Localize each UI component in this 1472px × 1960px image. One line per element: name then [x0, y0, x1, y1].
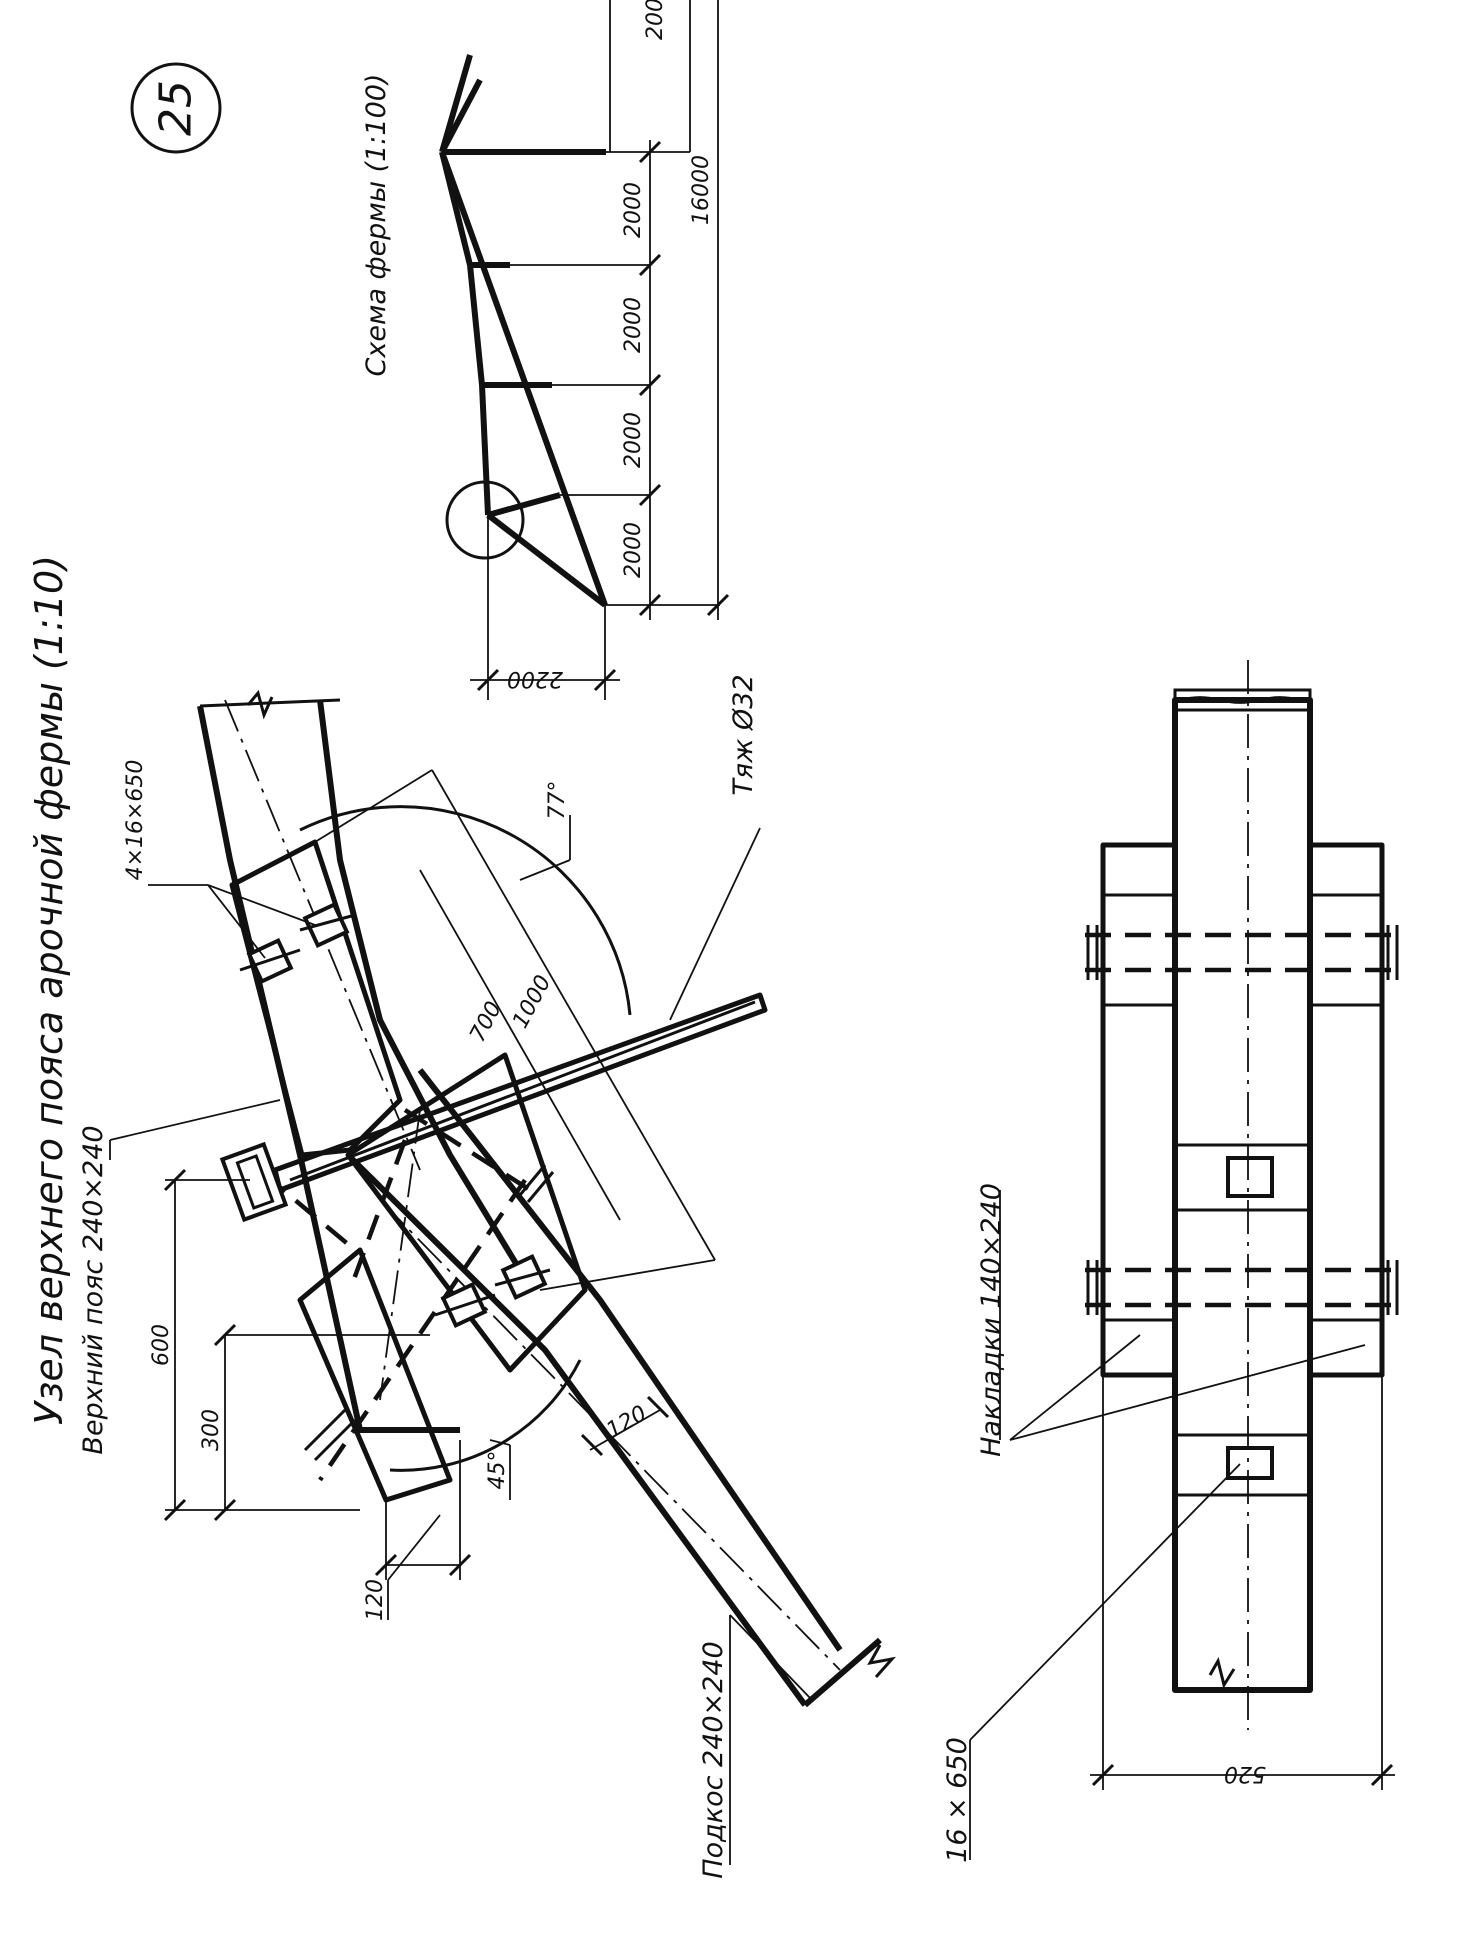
scheme-panel-dim-3: 2000 [621, 412, 646, 468]
scheme-panel-dim-2: 2000 [621, 297, 646, 353]
scheme-title: Схема фермы (1:100) [361, 74, 392, 377]
tie-nut [235, 1154, 275, 1210]
plan-bolt-label: 16 × 650 [942, 1737, 973, 1863]
dim-300: 300 [199, 1409, 224, 1451]
angle-arc-77 [299, 805, 632, 1016]
top-pad [229, 839, 403, 1158]
scheme-panel-dim-1: 2000 [621, 182, 646, 238]
scheme-panel-dim-4: 2000 [621, 522, 646, 578]
plan-plate-1 [1226, 1156, 1274, 1198]
scheme-top-chord-d [486, 512, 607, 608]
plan-break [1208, 1657, 1236, 1689]
scheme-top-chord-c [479, 384, 491, 516]
lower-block [297, 1247, 453, 1503]
top-chord-label: Верхний пояс 240×240 [78, 1125, 109, 1454]
bolt-ticks [303, 1164, 555, 1462]
scheme-total-dim: 16000 [689, 155, 714, 225]
dim-1000: 1000 [508, 971, 556, 1032]
dim-700: 700 [465, 998, 507, 1047]
plan-width-dim: 520 [1224, 1761, 1266, 1786]
bolt-2 [302, 901, 350, 949]
plan-pads-label: Накладки 140×240 [976, 1183, 1007, 1457]
brace-right-edge [417, 1068, 843, 1652]
angle-45: 45° [485, 1451, 510, 1490]
plan-plate-2 [1226, 1446, 1274, 1480]
scheme-apex-2 [439, 78, 483, 154]
main-title: Узел верхнего пояса арочной фермы (1:10) [27, 555, 71, 1425]
dim-600: 600 [149, 1324, 174, 1366]
node-detail: 4×16×650 Верхний пояс 240×240 Тяж Ø32 По… [78, 674, 897, 1879]
scheme-diagonal [439, 150, 608, 607]
plan-pad-right [1307, 842, 1385, 1378]
top-chord-left-edge [197, 705, 460, 1433]
brace-label: Подкос 240×240 [698, 1641, 729, 1878]
brace-break [867, 1644, 897, 1678]
top-chord-axis [224, 699, 421, 1171]
plan-pad-left [1100, 842, 1178, 1378]
truss-scheme: Схема фермы (1:100) 2000 2000 2000 2 [361, 0, 730, 700]
plan-wood-grain [1179, 696, 1301, 704]
scheme-post-4 [487, 492, 561, 518]
scheme-height-dim: 2200 [507, 666, 563, 691]
dim-120-left: 120 [363, 1579, 388, 1621]
scheme-node-marker [445, 480, 525, 560]
brace-left-edge [345, 1152, 808, 1707]
brace-axis [379, 1199, 841, 1671]
scheme-top-chord-b [467, 264, 485, 386]
angle-77: 77° [545, 781, 570, 820]
tie-label: Тяж Ø32 [728, 674, 759, 795]
scheme-top-cut-dim: 2002 [643, 0, 668, 40]
pads-bolts-label: 4×16×650 [123, 760, 148, 881]
sheet-number-text: 25 [151, 80, 202, 136]
top-chord-right-edge [317, 699, 523, 1272]
plan-end-section [1173, 688, 1312, 712]
scheme-apex-1 [439, 54, 473, 153]
sheet-number: 25 [130, 62, 222, 154]
plan-view: 520 Накладки 140×240 16 × 650 [942, 660, 1400, 1863]
